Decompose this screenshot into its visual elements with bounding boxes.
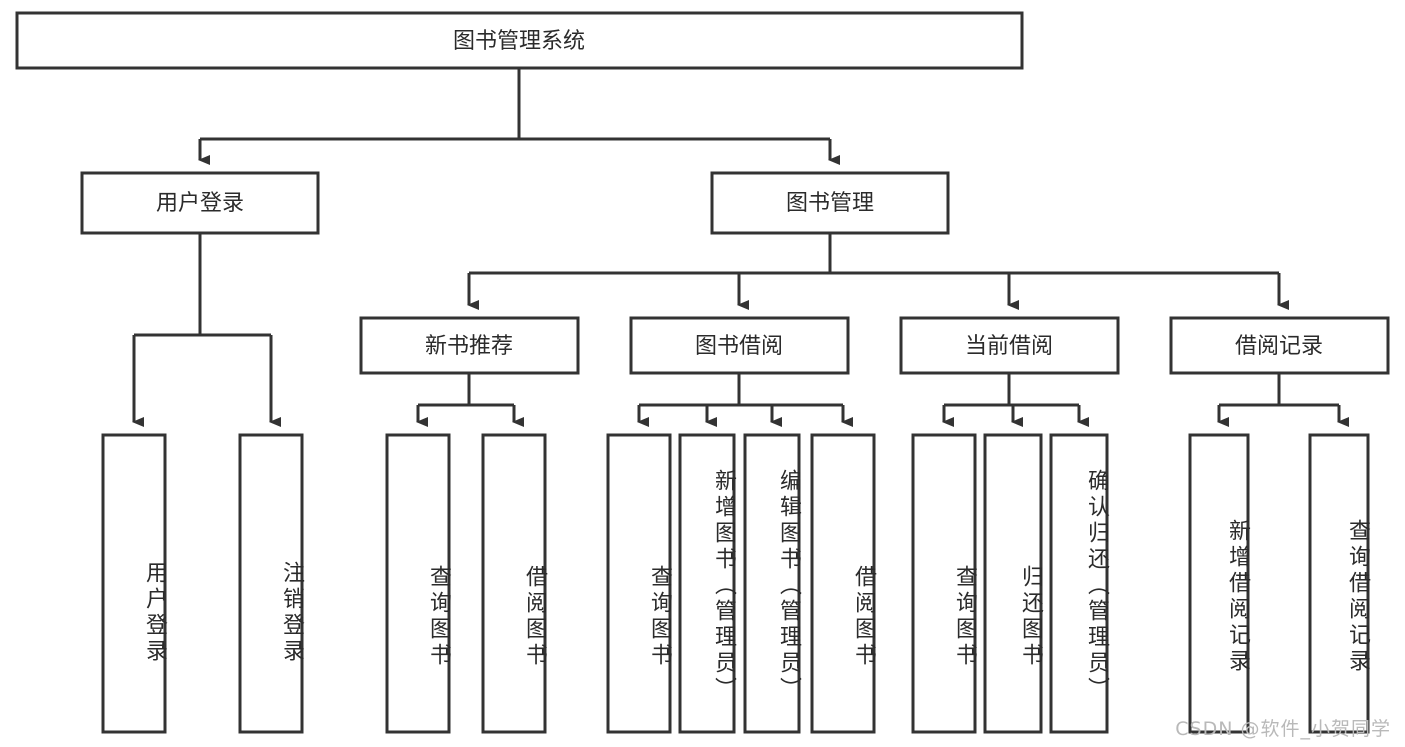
node-current-borrow-box[interactable] — [899, 316, 1120, 375]
leaf-add-book-box[interactable] — [678, 433, 736, 734]
connector-currentborrow-to-leaves — [942, 373, 1089, 427]
node-book-manage-label: 图书管理 — [786, 191, 874, 216]
csdn-watermark: CSDN @软件_小贺同学 — [1175, 718, 1391, 740]
node-borrow-record[interactable]: 借阅记录 — [1169, 316, 1390, 375]
node-new-book-recommend-box[interactable] — [359, 316, 580, 375]
connector-root-to-level1 — [198, 68, 840, 165]
node-user-login-label: 用户登录 — [156, 191, 244, 216]
node-root-box[interactable] — [15, 11, 1024, 70]
leaf-query-book-2-box[interactable] — [606, 433, 672, 734]
node-user-login-box[interactable] — [80, 171, 320, 235]
node-book-manage[interactable]: 图书管理 — [710, 171, 950, 235]
node-user-login[interactable]: 用户登录 — [80, 171, 320, 235]
node-new-book-recommend[interactable]: 新书推荐 — [359, 316, 580, 375]
leaf-query-book-3-box[interactable] — [911, 433, 977, 734]
node-root-label: 图书管理系统 — [453, 29, 585, 54]
node-book-borrow-label: 图书借阅 — [695, 334, 783, 359]
leaf-borrow-book-2-box[interactable] — [810, 433, 876, 734]
leaf-query-record-box[interactable] — [1308, 433, 1370, 734]
connector-newbook-to-leaves — [416, 373, 524, 427]
node-book-borrow[interactable]: 图书借阅 — [629, 316, 850, 375]
leaf-borrow-book-1-box[interactable] — [481, 433, 547, 734]
node-book-borrow-box[interactable] — [629, 316, 850, 375]
leaf-user-logout-box[interactable] — [238, 433, 304, 734]
connector-bookborrow-to-leaves — [637, 373, 853, 427]
connector-userlogin-to-leaves — [132, 233, 281, 427]
node-book-manage-box[interactable] — [710, 171, 950, 235]
leaf-add-record-box[interactable] — [1188, 433, 1250, 734]
leaf-user-login-box[interactable] — [101, 433, 167, 734]
connector-bookmanage-to-level2 — [467, 233, 1289, 310]
leaf-edit-book-box[interactable] — [743, 433, 801, 734]
node-root[interactable]: 图书管理系统 — [15, 11, 1024, 70]
node-current-borrow[interactable]: 当前借阅 — [899, 316, 1120, 375]
node-new-book-recommend-label: 新书推荐 — [425, 334, 513, 359]
leaf-confirm-return-box[interactable] — [1049, 433, 1109, 734]
node-borrow-record-box[interactable] — [1169, 316, 1390, 375]
leaf-query-book-1-box[interactable] — [385, 433, 451, 734]
leaf-return-book-box[interactable] — [983, 433, 1043, 734]
connector-borrowrecord-to-leaves — [1217, 373, 1349, 427]
node-current-borrow-label: 当前借阅 — [965, 334, 1053, 359]
node-borrow-record-label: 借阅记录 — [1235, 334, 1323, 359]
